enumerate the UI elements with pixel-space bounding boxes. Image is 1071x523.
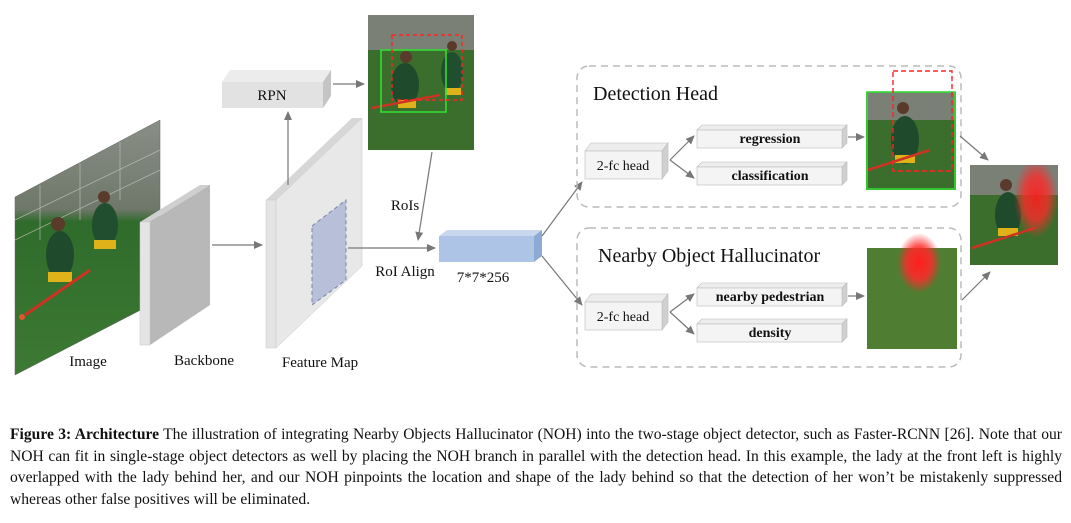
- arrow-roi-to-noh: [541, 255, 583, 306]
- arrow-noh-fc-to-density: [669, 311, 695, 335]
- roi-tensor: [439, 230, 542, 262]
- figure-caption: Figure 3: Architecture The illustration …: [10, 424, 1062, 510]
- feature-map-label: Feature Map: [282, 355, 358, 371]
- noh-fc-head: 2-fc head: [584, 293, 669, 331]
- architecture-diagram: RPN 7*7*256 Image Backbone Feature Map R…: [14, 15, 1058, 376]
- backbone-label: Backbone: [174, 353, 234, 369]
- nearby-pedestrian-box: nearby pedestrian: [696, 282, 848, 307]
- caption-label: Figure 3: Architecture: [10, 426, 160, 443]
- regression-box: regression: [696, 124, 848, 149]
- detection-result-image: [866, 70, 956, 190]
- proposal-image: [368, 15, 474, 150]
- rois-label: RoIs: [391, 198, 420, 214]
- image-label: Image: [69, 354, 107, 370]
- density-label: density: [749, 326, 792, 341]
- feature-map-block: [265, 117, 363, 349]
- detection-head-panel: Detection Head 2-fc head regression clas…: [576, 65, 962, 208]
- arrow-density-to-output: [961, 271, 991, 301]
- arrow-roi-to-detection: [541, 181, 583, 237]
- arrow-proposal-to-roi: [415, 151, 433, 241]
- arrow-detection-to-output: [959, 135, 989, 161]
- noh-title: Nearby Object Hallucinator: [598, 245, 820, 267]
- rpn-block: RPN: [222, 70, 331, 108]
- roi-dims-label: 7*7*256: [457, 270, 510, 286]
- output-image: [970, 165, 1058, 265]
- density-map: [867, 233, 957, 349]
- noh-panel: Nearby Object Hallucinator 2-fc head nea…: [576, 227, 962, 368]
- input-image: [14, 119, 161, 376]
- rpn-label: RPN: [257, 88, 286, 104]
- noh-fc-head-label: 2-fc head: [597, 310, 649, 325]
- detection-fc-head-label: 2-fc head: [597, 159, 649, 174]
- arrow-noh-fc-to-nearby: [669, 293, 695, 313]
- caption-text: The illustration of integrating Nearby O…: [10, 426, 1062, 508]
- players-icon: [19, 191, 118, 320]
- classification-label: classification: [732, 169, 809, 184]
- roi-region: [311, 198, 347, 306]
- regression-label: regression: [740, 132, 801, 147]
- classification-box: classification: [696, 161, 848, 186]
- detection-fc-head: 2-fc head: [584, 142, 669, 180]
- density-box: density: [696, 318, 848, 343]
- roi-align-label: RoI Align: [375, 264, 435, 280]
- detection-head-title: Detection Head: [593, 83, 718, 105]
- nearby-pedestrian-label: nearby pedestrian: [716, 290, 825, 305]
- arrow-fc-to-regression: [669, 135, 695, 161]
- backbone-block: [139, 185, 210, 346]
- arrow-fc-to-classification: [669, 159, 695, 179]
